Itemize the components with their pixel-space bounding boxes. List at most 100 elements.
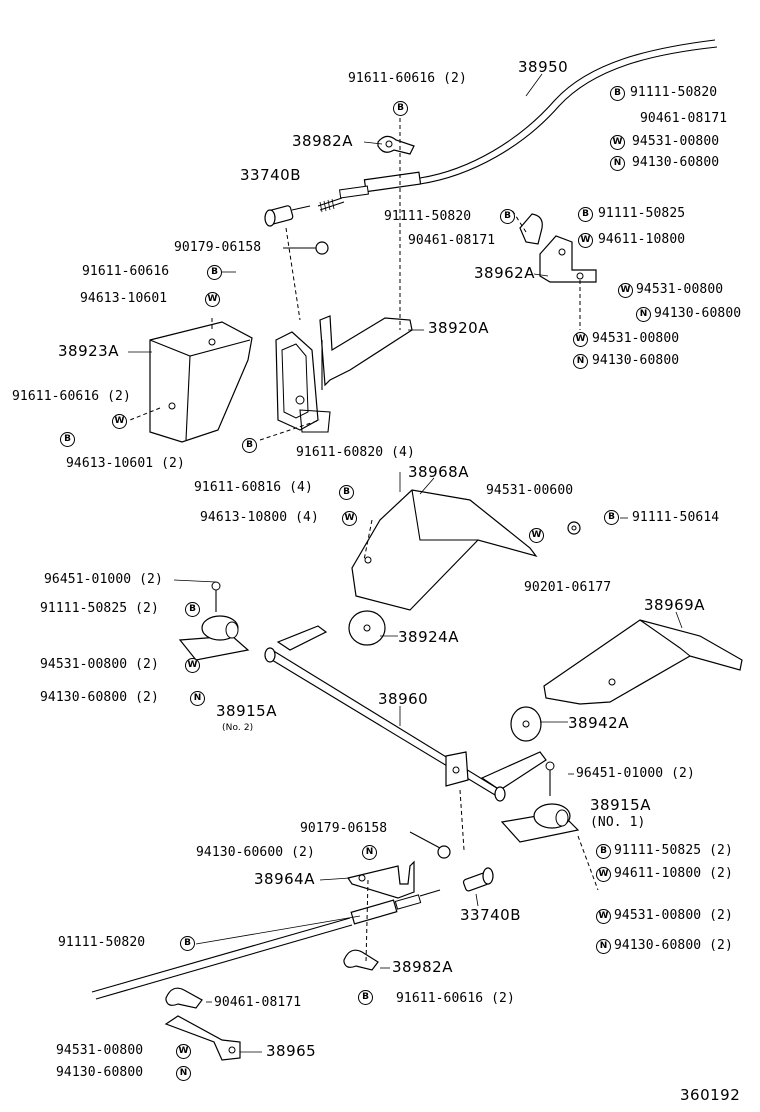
cover-38923A <box>149 321 253 443</box>
label-94611-10800: 94611-10800 <box>598 232 686 247</box>
label-94613-10601: 94613-10601 <box>80 291 168 306</box>
cable-end-33740B-top <box>264 205 311 227</box>
washer-38924A <box>348 610 386 646</box>
washer-w-symbol: W <box>596 867 611 882</box>
label-94611-10800-2: 94611-10800 (2) <box>614 866 733 881</box>
label-94531-00600: 94531-00600 <box>486 483 574 498</box>
bracket-38965 <box>164 1015 241 1061</box>
nut-n-symbol: N <box>636 307 651 322</box>
nut-n-symbol: N <box>573 354 588 369</box>
bolt-b-symbol: B <box>185 602 200 617</box>
bolt-b-symbol: B <box>207 265 222 280</box>
label-38942A: 38942A <box>568 714 629 732</box>
label-90179-06158-top: 90179-06158 <box>174 240 262 255</box>
diagram-id: 360192 <box>680 1086 741 1104</box>
label-90461-08171-tr: 90461-08171 <box>640 111 728 126</box>
label-38960: 38960 <box>378 690 429 708</box>
washer-w-symbol: W <box>176 1044 191 1059</box>
label-94613-10601-2: 94613-10601 (2) <box>66 456 185 471</box>
leader-lines <box>128 73 683 1053</box>
label-38915A-no2: 38915A <box>216 702 277 720</box>
label-91111-50825: 91111-50825 <box>598 206 686 221</box>
label-38950: 38950 <box>518 58 569 76</box>
bolt-b-symbol: B <box>60 432 75 447</box>
cable-38950 <box>317 39 718 213</box>
label-90179-06158-bottom: 90179-06158 <box>300 821 388 836</box>
label-33740B-bottom: 33740B <box>460 906 522 924</box>
label-94531-00800-bottom: 94531-00800 <box>56 1043 144 1058</box>
washer-w-symbol: W <box>596 909 611 924</box>
cable-lower <box>91 889 441 1000</box>
washer-w-symbol: W <box>529 528 544 543</box>
label-38923A: 38923A <box>58 342 119 360</box>
label-38915A-no1: 38915A <box>590 796 651 814</box>
label-38969A: 38969A <box>644 596 705 614</box>
label-94531-00800-r1: 94531-00800 <box>636 282 724 297</box>
label-38965: 38965 <box>266 1042 317 1060</box>
label-91611-60616-2-b: 91611-60616 (2) <box>12 389 131 404</box>
nut-90179-top <box>283 241 329 255</box>
washer-w-symbol: W <box>342 511 357 526</box>
label-38982A-bottom: 38982A <box>392 958 453 976</box>
label-91111-50614: 91111-50614 <box>632 510 720 525</box>
nut-n-symbol: N <box>610 156 625 171</box>
washer-w-symbol: W <box>112 414 127 429</box>
bracket-38920A <box>275 315 413 433</box>
label-38962A: 38962A <box>474 264 535 282</box>
label-91611-60816-4: 91611-60816 (4) <box>194 480 313 495</box>
bolt-b-symbol: B <box>604 510 619 525</box>
label-38924A: 38924A <box>398 628 459 646</box>
label-94130-60800-r2: 94130-60800 <box>592 353 680 368</box>
bracket-38962A <box>539 235 597 283</box>
label-94130-60800-r1: 94130-60800 <box>654 306 742 321</box>
label-33740B-top: 33740B <box>240 166 302 184</box>
washer-w-symbol: W <box>610 135 625 150</box>
label-38920A: 38920A <box>428 319 489 337</box>
washer-w-symbol: W <box>205 292 220 307</box>
bolt-b-symbol: B <box>578 207 593 222</box>
shaft-38960 <box>264 625 547 802</box>
bracket-38915A-no1 <box>500 761 580 843</box>
label-38982A-top: 38982A <box>292 132 353 150</box>
label-91611-60616: 91611-60616 <box>82 264 170 279</box>
nut-n-symbol: N <box>176 1066 191 1081</box>
label-90461-08171-bottom: 90461-08171 <box>214 995 302 1010</box>
label-91111-50820-left: 91111-50820 <box>58 935 146 950</box>
clamp-38982A-top <box>377 135 415 155</box>
cable-end-33740B-bottom <box>462 867 494 892</box>
cover-38969A <box>543 619 743 705</box>
washer-w-symbol: W <box>573 332 588 347</box>
label-91111-50825-2-b: 91111-50825 (2) <box>614 843 733 858</box>
label-38915A-no1-sub: (NO. 1) <box>590 815 646 830</box>
washer-w-symbol: W <box>185 658 200 673</box>
label-91611-60616-2-a: 91611-60616 (2) <box>348 71 467 86</box>
bolt-b-symbol: B <box>393 101 408 116</box>
label-96451-01000-2-a: 96451-01000 (2) <box>44 572 163 587</box>
label-38964A: 38964A <box>254 870 315 888</box>
label-94531-00800-tr: 94531-00800 <box>632 134 720 149</box>
label-94130-60600-2: 94130-60600 (2) <box>196 845 315 860</box>
washer-90201 <box>567 521 581 535</box>
label-94130-60800-bottom: 94130-60800 <box>56 1065 144 1080</box>
cover-38968A <box>351 489 538 611</box>
label-94130-60800-2-b: 94130-60800 (2) <box>614 938 733 953</box>
label-96451-01000-2-b: 96451-01000 (2) <box>576 766 695 781</box>
bracket-38964A <box>347 860 415 899</box>
label-90201-06177: 90201-06177 <box>524 580 612 595</box>
label-91611-60616-2-c: 91611-60616 (2) <box>396 991 515 1006</box>
label-94130-60800-2-a: 94130-60800 (2) <box>40 690 159 705</box>
label-91111-50820-mid: 91111-50820 <box>384 209 472 224</box>
label-38915A-no2-sub: (No. 2) <box>222 723 254 733</box>
washer-w-symbol: W <box>578 233 593 248</box>
bolt-b-symbol: B <box>596 844 611 859</box>
label-90461-08171-mid: 90461-08171 <box>408 233 496 248</box>
clamp-38982A-bottom <box>343 949 379 971</box>
bolt-b-symbol: B <box>610 86 625 101</box>
label-94531-00800-2-a: 94531-00800 (2) <box>40 657 159 672</box>
bolt-b-symbol: B <box>358 990 373 1005</box>
label-91611-60820-4: 91611-60820 (4) <box>296 445 415 460</box>
clamp-90461-mid <box>519 213 543 245</box>
label-38968A: 38968A <box>408 463 469 481</box>
bolt-b-symbol: B <box>339 485 354 500</box>
